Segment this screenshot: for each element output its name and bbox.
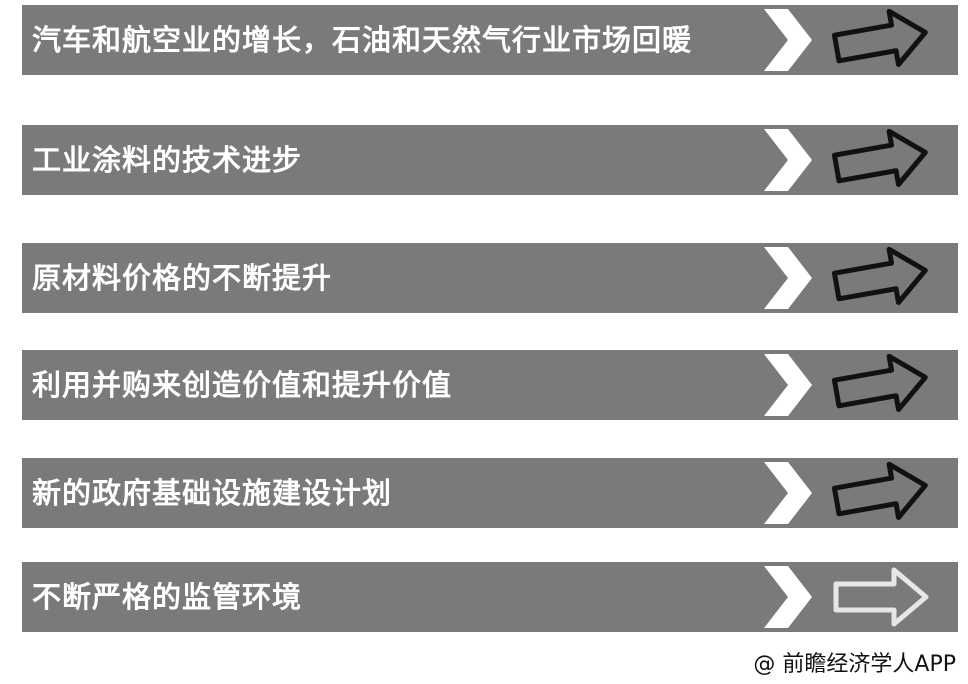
driver-bar: 汽车和航空业的增长，石油和天然气行业市场回暖 <box>22 5 958 75</box>
chevron-icon <box>764 354 812 416</box>
arrow-right-icon <box>833 567 929 627</box>
driver-label: 汽车和航空业的增长，石油和天然气行业市场回暖 <box>32 23 693 57</box>
arrow-right-icon <box>831 128 928 188</box>
chevron-icon <box>764 247 812 309</box>
driver-label: 新的政府基础设施建设计划 <box>32 476 393 510</box>
arrow-right-icon <box>831 246 928 306</box>
chevron-icon <box>764 462 812 524</box>
driver-bar: 原材料价格的不断提升 <box>22 243 958 313</box>
arrow-right-icon <box>831 353 928 413</box>
chevron-icon <box>764 129 812 191</box>
chevron-icon <box>764 566 812 628</box>
driver-label: 利用并购来创造价值和提升价值 <box>32 368 453 402</box>
source-credit: @ 前瞻经济学人APP <box>753 652 956 677</box>
chevron-icon <box>764 9 812 71</box>
driver-bar: 工业涂料的技术进步 <box>22 125 958 195</box>
driver-bar: 不断严格的监管环境 <box>22 562 958 632</box>
arrow-right-icon <box>831 8 928 68</box>
driver-bar: 新的政府基础设施建设计划 <box>22 458 958 528</box>
arrow-right-icon <box>831 461 928 521</box>
driver-bar: 利用并购来创造价值和提升价值 <box>22 350 958 420</box>
driver-label: 工业涂料的技术进步 <box>32 143 303 177</box>
driver-label: 不断严格的监管环境 <box>32 580 303 614</box>
driver-label: 原材料价格的不断提升 <box>32 261 333 295</box>
